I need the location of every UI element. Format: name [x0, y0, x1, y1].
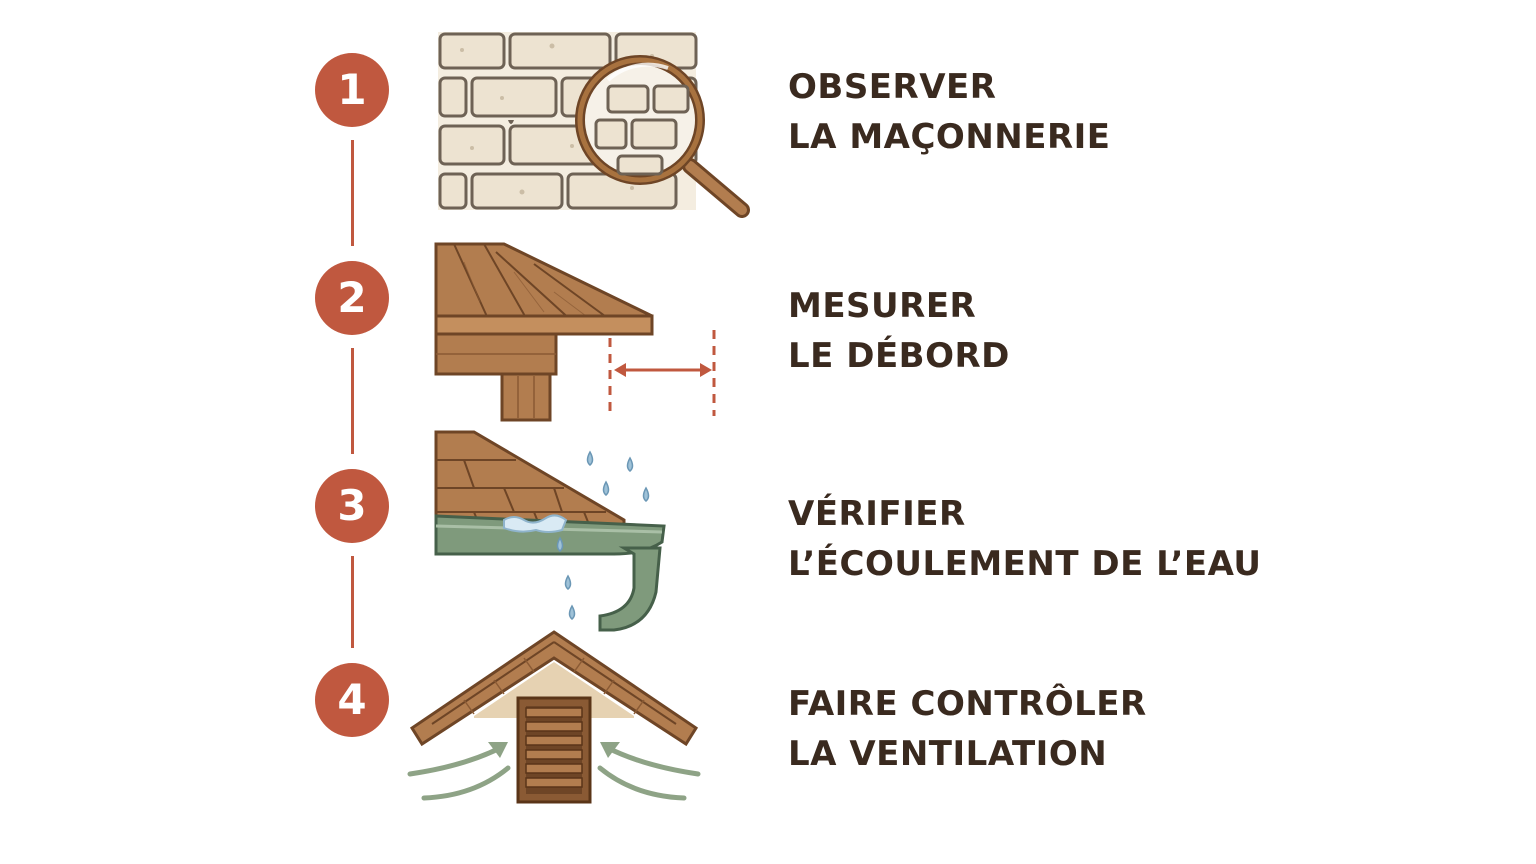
step-2-line-1: MESURER: [788, 286, 977, 326]
step-3-text: VÉRIFIER L’ÉCOULEMENT DE L’EAU: [788, 489, 1262, 589]
gutter-water-icon: [434, 430, 666, 632]
step-1-line-2: LA MAÇONNERIE: [788, 117, 1111, 157]
step-4-text: FAIRE CONTRÔLER LA VENTILATION: [788, 679, 1147, 779]
step-1-badge: 1: [315, 53, 389, 127]
timeline-connector: [351, 348, 354, 454]
stone-wall-magnifier-icon: [438, 32, 750, 218]
step-3-line-1: VÉRIFIER: [788, 494, 966, 534]
step-4-badge: 4: [315, 663, 389, 737]
timeline-connector: [351, 140, 354, 246]
step-3-line-2: L’ÉCOULEMENT DE L’EAU: [788, 544, 1262, 584]
timeline-connector: [351, 556, 354, 648]
roof-overhang-measure-icon: [434, 242, 716, 422]
step-3-badge: 3: [315, 469, 389, 543]
step-4-line-2: LA VENTILATION: [788, 734, 1108, 774]
step-4-line-1: FAIRE CONTRÔLER: [788, 684, 1147, 724]
step-2-line-2: LE DÉBORD: [788, 336, 1010, 376]
step-2-text: MESURER LE DÉBORD: [788, 281, 1010, 381]
roof-ventilation-icon: [407, 630, 701, 804]
step-2-badge: 2: [315, 261, 389, 335]
step-1-line-1: OBSERVER: [788, 67, 997, 107]
step-1-text: OBSERVER LA MAÇONNERIE: [788, 62, 1111, 162]
